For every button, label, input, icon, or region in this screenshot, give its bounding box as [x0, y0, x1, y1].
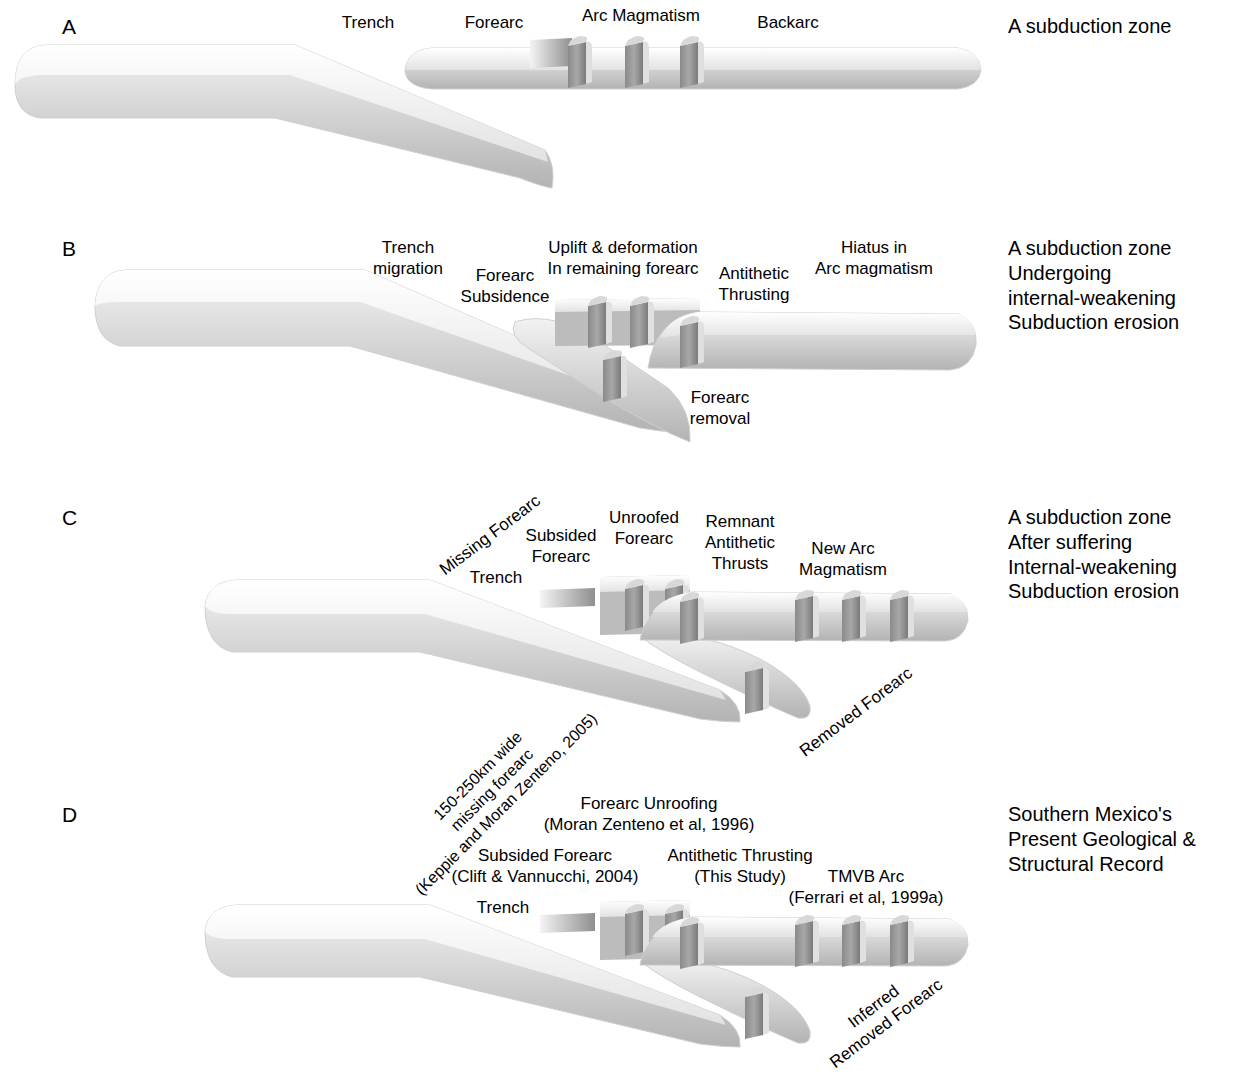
feature-label: Trench: [477, 897, 529, 918]
feature-label: 150-250km wide missing forearc (Keppie a…: [383, 681, 601, 899]
panel-caption: A subduction zone Undergoing internal-we…: [1008, 236, 1179, 335]
feature-label: Antithetic Thrusting: [719, 263, 790, 305]
feature-label: Trench migration: [373, 237, 443, 279]
feature-label: Remnant Antithetic Thrusts: [705, 511, 775, 574]
feature-label: Trench: [470, 567, 522, 588]
feature-label: Forearc Unroofing (Moran Zenteno et al, …: [544, 793, 755, 835]
feature-label: Subsided Forearc: [526, 525, 597, 567]
feature-label: Forearc removal: [690, 387, 750, 429]
panel-letter: A: [62, 14, 76, 40]
panel-letter: B: [62, 236, 76, 262]
feature-label: Trench: [342, 12, 394, 33]
feature-label: Hiatus in Arc magmatism: [815, 237, 933, 279]
panel-caption: Southern Mexico's Present Geological & S…: [1008, 802, 1196, 876]
feature-label: Forearc: [465, 12, 524, 33]
feature-label: Subsided Forearc (Clift & Vannucchi, 200…: [452, 845, 639, 887]
feature-label: New Arc Magmatism: [799, 538, 887, 580]
panel-a-art: [15, 36, 981, 188]
feature-label: Uplift & deformation In remaining forear…: [547, 237, 698, 279]
panel-letter: C: [62, 505, 77, 531]
panel-caption: A subduction zone After suffering Intern…: [1008, 505, 1179, 604]
feature-label: Unroofed Forearc: [609, 507, 679, 549]
feature-label: Antithetic Thrusting (This Study): [667, 845, 812, 887]
panel-caption: A subduction zone: [1008, 14, 1171, 39]
feature-label: Forearc Subsidence: [461, 265, 550, 307]
feature-label: Backarc: [757, 12, 818, 33]
panel-letter: D: [62, 802, 77, 828]
feature-label: Inferred Removed Forearc: [813, 957, 947, 1073]
feature-label: Removed Forearc: [795, 663, 916, 762]
feature-label: Arc Magmatism: [582, 5, 700, 26]
feature-label: TMVB Arc (Ferrari et al, 1999a): [789, 866, 944, 908]
